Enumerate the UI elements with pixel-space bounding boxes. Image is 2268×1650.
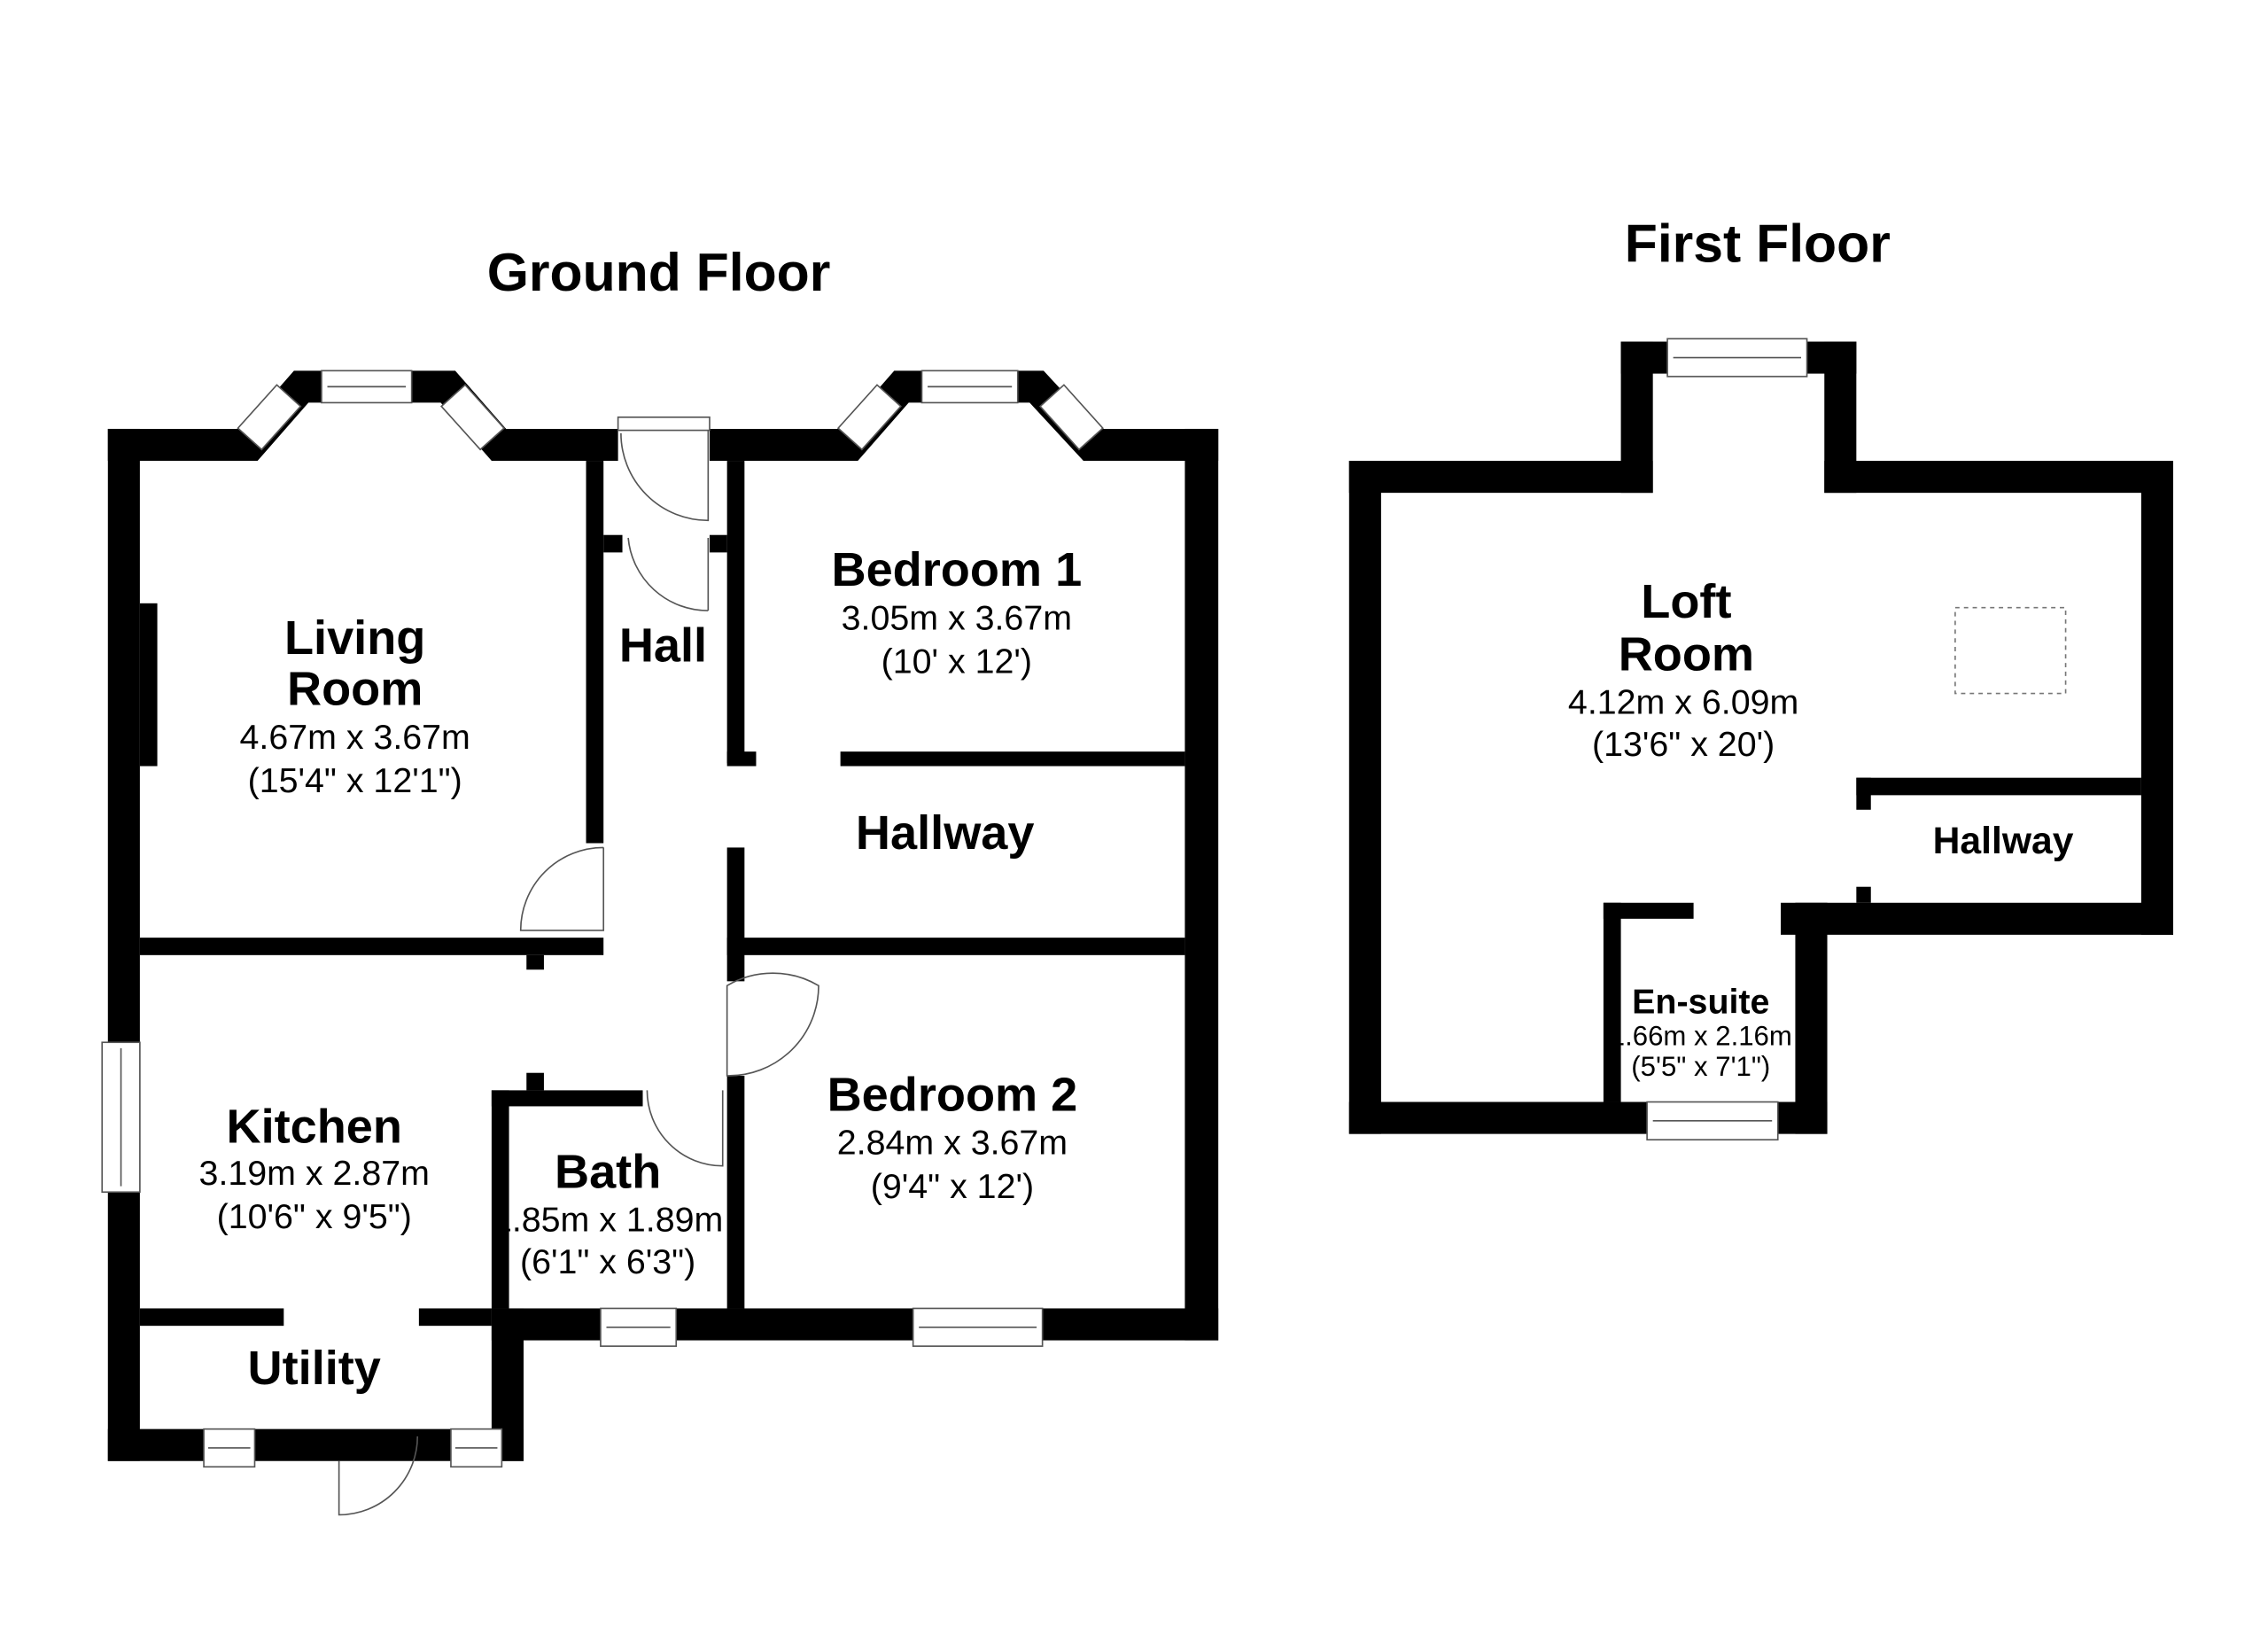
svg-text:(13'6" x 20'): (13'6" x 20') bbox=[1592, 725, 1775, 764]
svg-text:Room: Room bbox=[1619, 627, 1754, 681]
hall-label: Hall bbox=[619, 619, 707, 672]
svg-text:Bedroom 2: Bedroom 2 bbox=[827, 1068, 1078, 1121]
ground-floor-title: Ground Floor bbox=[487, 242, 831, 302]
svg-text:(6'1" x 6'3"): (6'1" x 6'3") bbox=[520, 1242, 695, 1281]
svg-text:Bath: Bath bbox=[555, 1145, 661, 1198]
svg-text:Living: Living bbox=[284, 611, 425, 665]
svg-text:3.19m x 2.87m: 3.19m x 2.87m bbox=[199, 1154, 430, 1193]
first-floor-openings bbox=[1646, 338, 2067, 1140]
svg-text:2.84m x 3.67m: 2.84m x 3.67m bbox=[837, 1124, 1068, 1163]
hallway-label: Hallway bbox=[856, 806, 1035, 860]
ensuite-label: En-suite 1.66m x 2.16m (5'5" x 7'1") bbox=[1610, 982, 1792, 1082]
svg-text:Loft: Loft bbox=[1641, 575, 1731, 628]
bedroom2-label: Bedroom 2 2.84m x 3.67m (9'4" x 12') bbox=[827, 1068, 1078, 1205]
utility-label: Utility bbox=[248, 1342, 381, 1395]
svg-text:4.12m x 6.09m: 4.12m x 6.09m bbox=[1568, 682, 1798, 721]
first-floor-title: First Floor bbox=[1625, 213, 1891, 273]
svg-text:Room: Room bbox=[287, 663, 423, 716]
ground-floor-walls bbox=[107, 370, 1219, 1461]
svg-text:Bedroom 1: Bedroom 1 bbox=[832, 543, 1083, 596]
bath-label: Bath 1.85m x 1.89m (6'1" x 6'3") bbox=[493, 1145, 723, 1281]
living-room-label: Living Room 4.67m x 3.67m (15'4" x 12'1"… bbox=[240, 611, 470, 800]
svg-text:1.85m x 1.89m: 1.85m x 1.89m bbox=[493, 1201, 723, 1240]
svg-text:1.66m x 2.16m: 1.66m x 2.16m bbox=[1610, 1021, 1792, 1052]
kitchen-label: Kitchen 3.19m x 2.87m (10'6" x 9'5") bbox=[199, 1100, 430, 1236]
svg-text:(5'5" x 7'1"): (5'5" x 7'1") bbox=[1631, 1051, 1770, 1082]
loft-room-label: Loft Room 4.12m x 6.09m (13'6" x 20') bbox=[1568, 575, 1798, 764]
first-hallway-label: Hallway bbox=[1933, 820, 2074, 862]
svg-text:Kitchen: Kitchen bbox=[226, 1100, 401, 1153]
svg-text:En-suite: En-suite bbox=[1632, 982, 1769, 1021]
svg-text:(15'4" x 12'1"): (15'4" x 12'1") bbox=[248, 761, 462, 800]
svg-text:4.67m x 3.67m: 4.67m x 3.67m bbox=[240, 718, 470, 757]
bedroom1-label: Bedroom 1 3.05m x 3.67m (10' x 12') bbox=[832, 543, 1083, 681]
svg-text:(10' x 12'): (10' x 12') bbox=[882, 642, 1032, 681]
svg-text:(9'4" x 12'): (9'4" x 12') bbox=[871, 1167, 1034, 1206]
ground-floor-openings bbox=[101, 370, 1104, 1516]
svg-text:3.05m x 3.67m: 3.05m x 3.67m bbox=[842, 598, 1072, 637]
svg-text:(10'6" x 9'5"): (10'6" x 9'5") bbox=[217, 1197, 412, 1236]
skylight bbox=[1954, 606, 2067, 695]
